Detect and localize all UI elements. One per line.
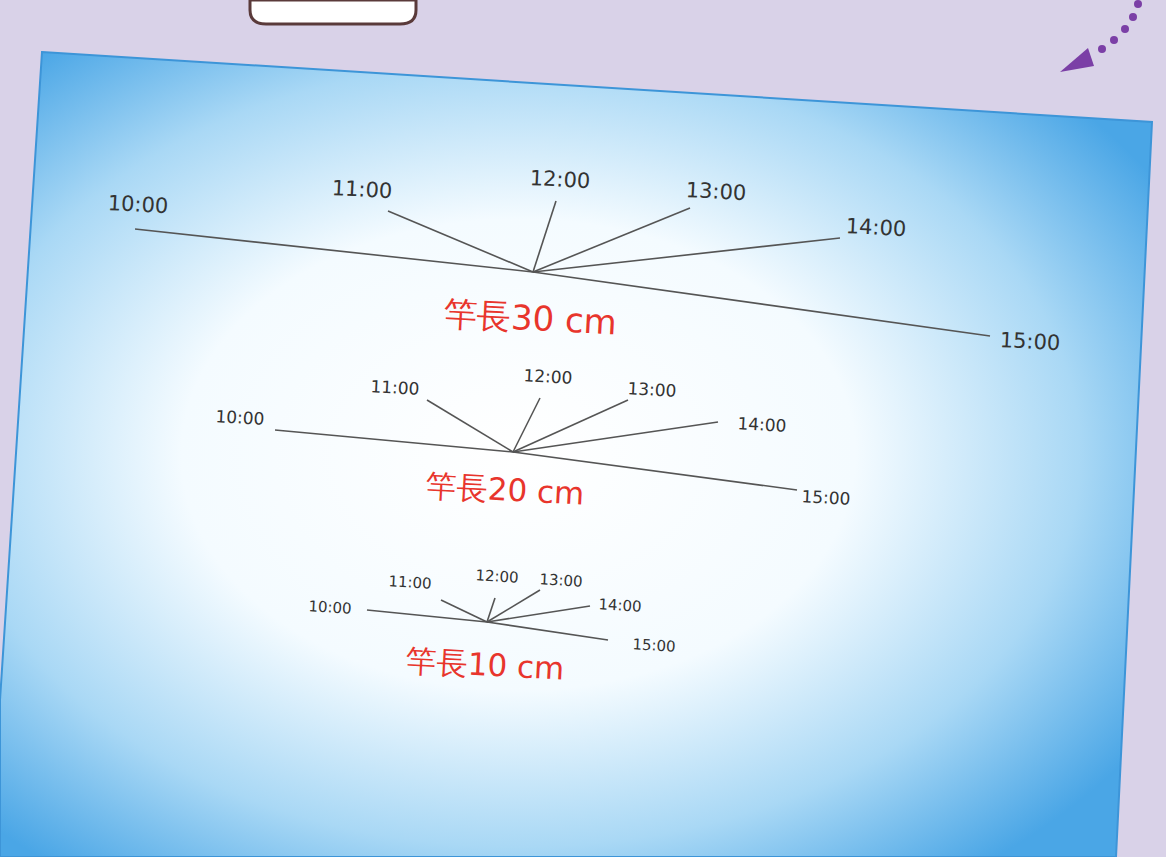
pole-length-caption: 竿長30 cm <box>442 296 617 339</box>
time-label: 11:00 <box>370 378 420 398</box>
time-label: 13:00 <box>539 572 583 589</box>
time-label: 12:00 <box>523 367 573 387</box>
time-label: 15:00 <box>999 330 1061 354</box>
time-label: 14:00 <box>737 415 787 435</box>
time-label: 14:00 <box>598 597 642 614</box>
time-label: 13:00 <box>627 380 677 400</box>
time-label: 11:00 <box>388 574 432 591</box>
paper-sheet <box>0 52 1152 857</box>
time-label: 10:00 <box>107 193 169 217</box>
time-label: 14:00 <box>845 216 907 240</box>
pole-length-caption: 竿長10 cm <box>405 645 565 684</box>
time-label: 15:00 <box>801 488 851 508</box>
time-label: 10:00 <box>215 408 265 428</box>
time-label: 12:00 <box>475 568 519 585</box>
dotted-arrow <box>1060 0 1142 72</box>
shadow-lines <box>135 201 990 640</box>
pole-length-caption: 竿長20 cm <box>425 470 585 509</box>
time-label: 12:00 <box>529 168 591 192</box>
time-label: 10:00 <box>308 599 352 616</box>
time-label: 13:00 <box>685 180 747 204</box>
time-label: 11:00 <box>331 178 393 202</box>
cut-off-card <box>250 0 416 24</box>
time-label: 15:00 <box>632 637 676 654</box>
